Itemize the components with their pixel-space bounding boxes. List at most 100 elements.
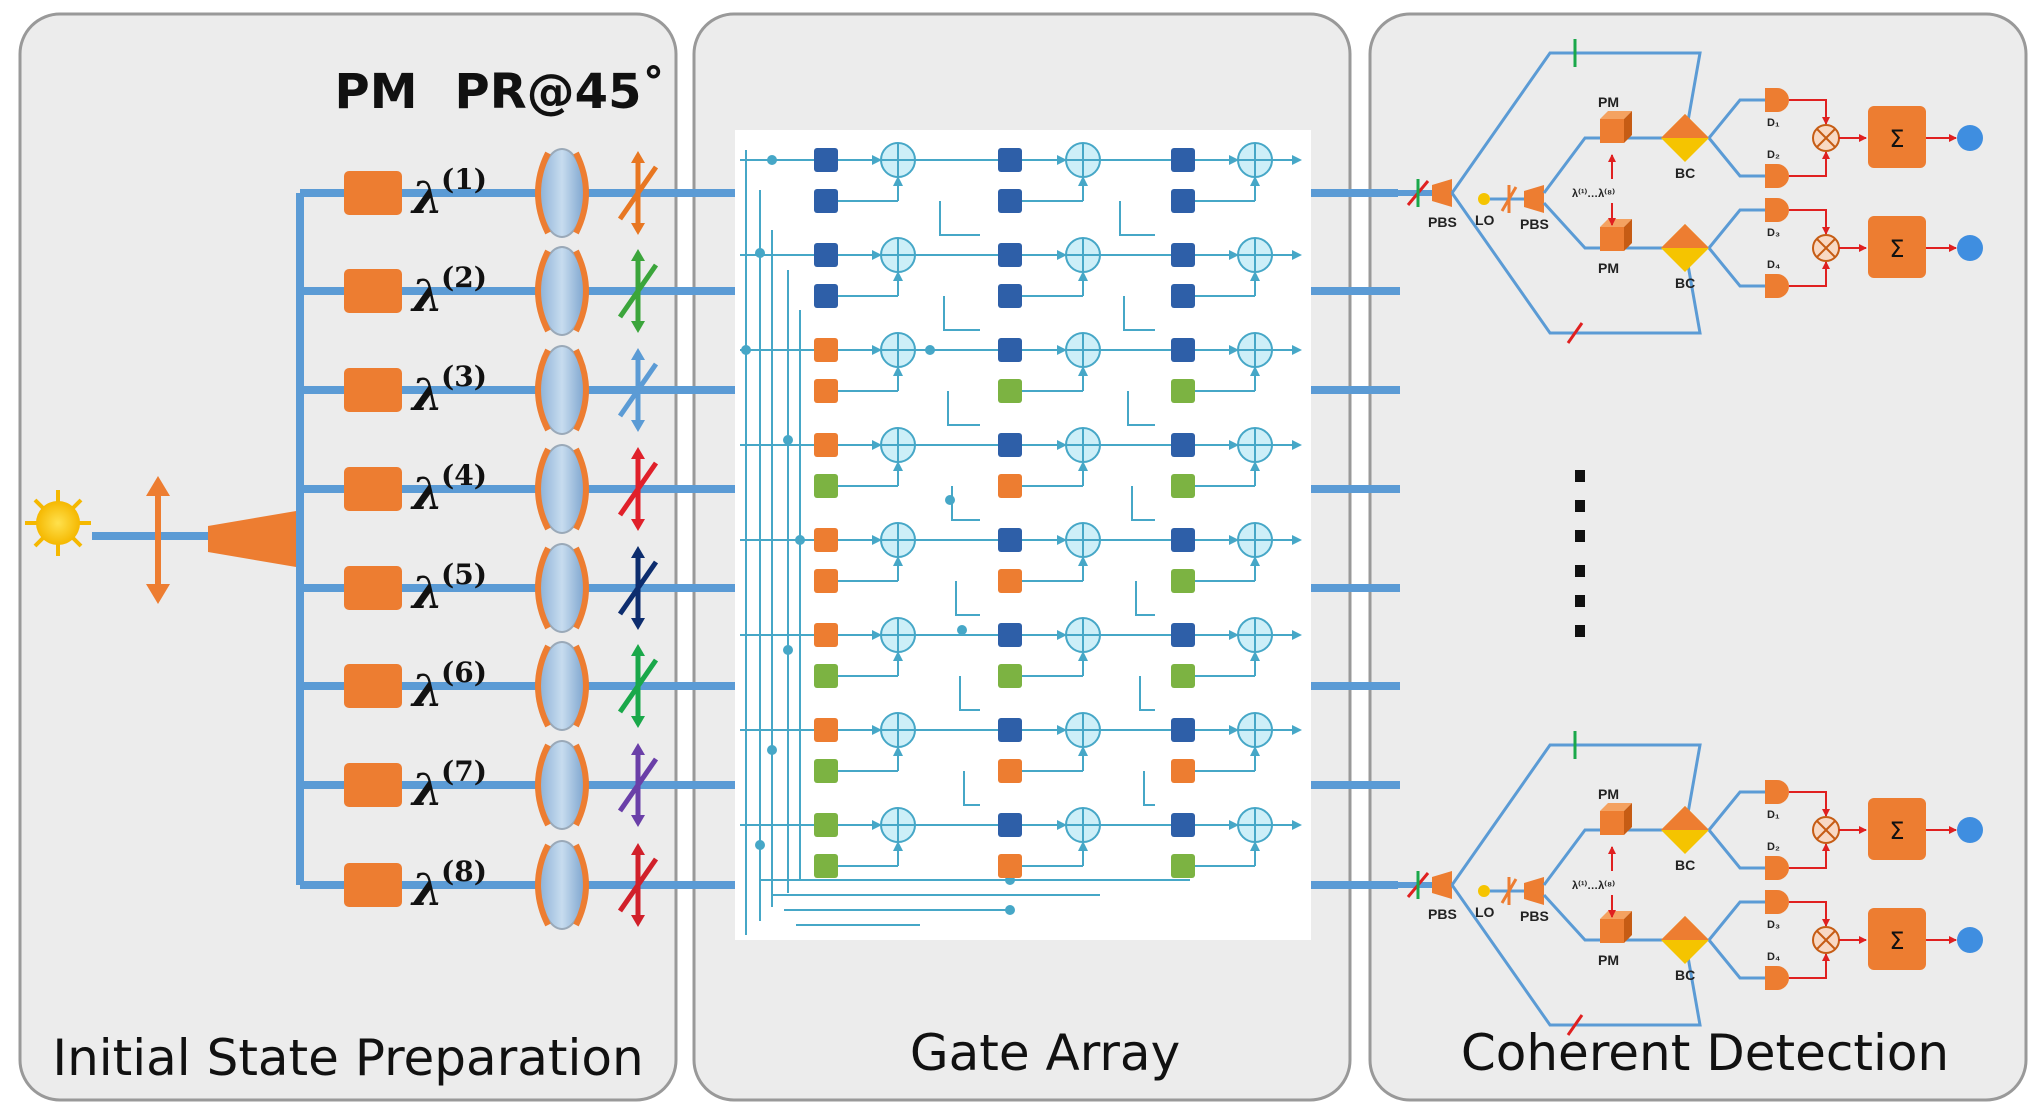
polarizer-icon: [617, 843, 659, 927]
panel-title-gate: Gate Array: [910, 1024, 1180, 1082]
connector-wire: [955, 581, 980, 616]
lo-path-lower: [1542, 201, 1685, 250]
lambda-index: (2): [441, 261, 487, 294]
junction-dot: [1005, 905, 1015, 915]
connector-wire: [1139, 676, 1155, 711]
multiplier-icon: [1812, 234, 1840, 262]
multiplier-x: [1816, 930, 1836, 950]
gate-square-blue: [1171, 189, 1195, 213]
lambda-symbol: λ: [410, 666, 443, 717]
path-polarizer-red: [1566, 322, 1584, 344]
gate-square-blue: [1171, 623, 1195, 647]
rotator-arc-right: [573, 546, 589, 630]
pm-cube: [1600, 919, 1624, 943]
xor-gate: [1065, 332, 1101, 368]
pr-header: PR@45˚: [455, 64, 666, 120]
gate-square-blue: [1171, 433, 1195, 457]
pbs-label: PBS: [1520, 216, 1549, 232]
bc-label: BC: [1675, 275, 1695, 291]
xor-gate: [880, 522, 916, 558]
multiplier-x: [1816, 128, 1836, 148]
output-dot: [1957, 235, 1983, 261]
polarizer-arrow-up: [631, 151, 645, 163]
gate-square-blue: [998, 284, 1022, 308]
phase-modulator: [344, 171, 402, 215]
xor-gate: [1065, 237, 1101, 273]
gate-square-green: [1171, 854, 1195, 878]
gate-square-orange: [998, 854, 1022, 878]
gate-square-green: [814, 854, 838, 878]
pm-header: PM: [335, 64, 418, 120]
xor-gate: [1065, 427, 1101, 463]
gate-square-blue: [998, 623, 1022, 647]
polarizer-diagonal: [617, 857, 659, 913]
multiplier-icon: [1812, 926, 1840, 954]
polarizer-arrow-down: [631, 915, 645, 927]
xor-gate: [880, 807, 916, 843]
signal-path-upper: [1450, 743, 1702, 886]
input-polarizer-icon: [146, 476, 170, 604]
connector-wire: [959, 676, 980, 711]
gate-square-orange: [814, 433, 838, 457]
rotator-arc-left: [535, 546, 551, 630]
rotator-arc-right: [573, 743, 589, 827]
gate-square-blue: [1171, 338, 1195, 362]
rotator-arc-left: [535, 743, 551, 827]
lambda-index: (7): [441, 755, 487, 788]
gate-square-blue: [998, 718, 1022, 742]
lambda-symbol: λ: [410, 568, 443, 619]
gate-square-blue: [998, 813, 1022, 837]
phase-modulator: [344, 863, 402, 907]
panel-title-initial: Initial State Preparation: [52, 1029, 643, 1087]
lambda-index: (6): [441, 656, 487, 689]
lambda-range-label: λ⁽¹⁾…λ⁽⁸⁾: [1572, 880, 1615, 892]
beam-combiner-icon: [1661, 224, 1709, 272]
xor-gate: [1237, 237, 1273, 273]
detector-label: D₄: [1767, 951, 1780, 963]
bc-output-upper: [1707, 98, 1765, 139]
junction-dot: [755, 248, 765, 258]
ellipsis-dots: [1575, 470, 1585, 637]
polarizer-diagonal: [617, 263, 659, 319]
rotator-arc-right: [573, 644, 589, 728]
sum-block: [1868, 216, 1926, 278]
detector-label: D₃: [1767, 919, 1780, 931]
xor-gate: [1237, 142, 1273, 178]
photodetector: [1765, 780, 1789, 804]
lo-path-upper: [1542, 136, 1685, 194]
xor-gate: [1065, 522, 1101, 558]
xor-gate: [1237, 617, 1273, 653]
bc-half: [1661, 224, 1709, 248]
polarizer-arrow-down: [631, 519, 645, 531]
photodetector: [1765, 198, 1789, 222]
phase-modulator: [344, 269, 402, 313]
polarizer-arrow-down: [631, 716, 645, 728]
polarizer-icon: [617, 447, 659, 531]
pm-label: PM: [1598, 952, 1619, 968]
rotator-arc-left: [535, 843, 551, 927]
gate-square-blue: [1171, 813, 1195, 837]
junction-dot: [783, 435, 793, 445]
phase-modulator: [344, 664, 402, 708]
detector-label: D₃: [1767, 227, 1780, 239]
gate-square-blue: [998, 148, 1022, 172]
xor-gate: [880, 237, 916, 273]
pbs-icon: [1432, 179, 1452, 207]
pbs-label: PBS: [1520, 908, 1549, 924]
xor-gate: [1065, 142, 1101, 178]
junction-dot: [925, 345, 935, 355]
gate-square-blue: [998, 338, 1022, 362]
polarizer-arrow-up: [631, 743, 645, 755]
connector-wire: [1131, 486, 1155, 521]
lambda-index: (8): [441, 855, 487, 888]
xor-gate: [880, 617, 916, 653]
gate-square-green: [814, 813, 838, 837]
polarizer-arrow-down: [631, 420, 645, 432]
gate-square-blue: [998, 528, 1022, 552]
photodetector: [1765, 966, 1789, 990]
bc-output-upper: [1707, 900, 1765, 941]
polarizer-arrow-down: [631, 618, 645, 630]
red-wire: [1789, 791, 1830, 817]
